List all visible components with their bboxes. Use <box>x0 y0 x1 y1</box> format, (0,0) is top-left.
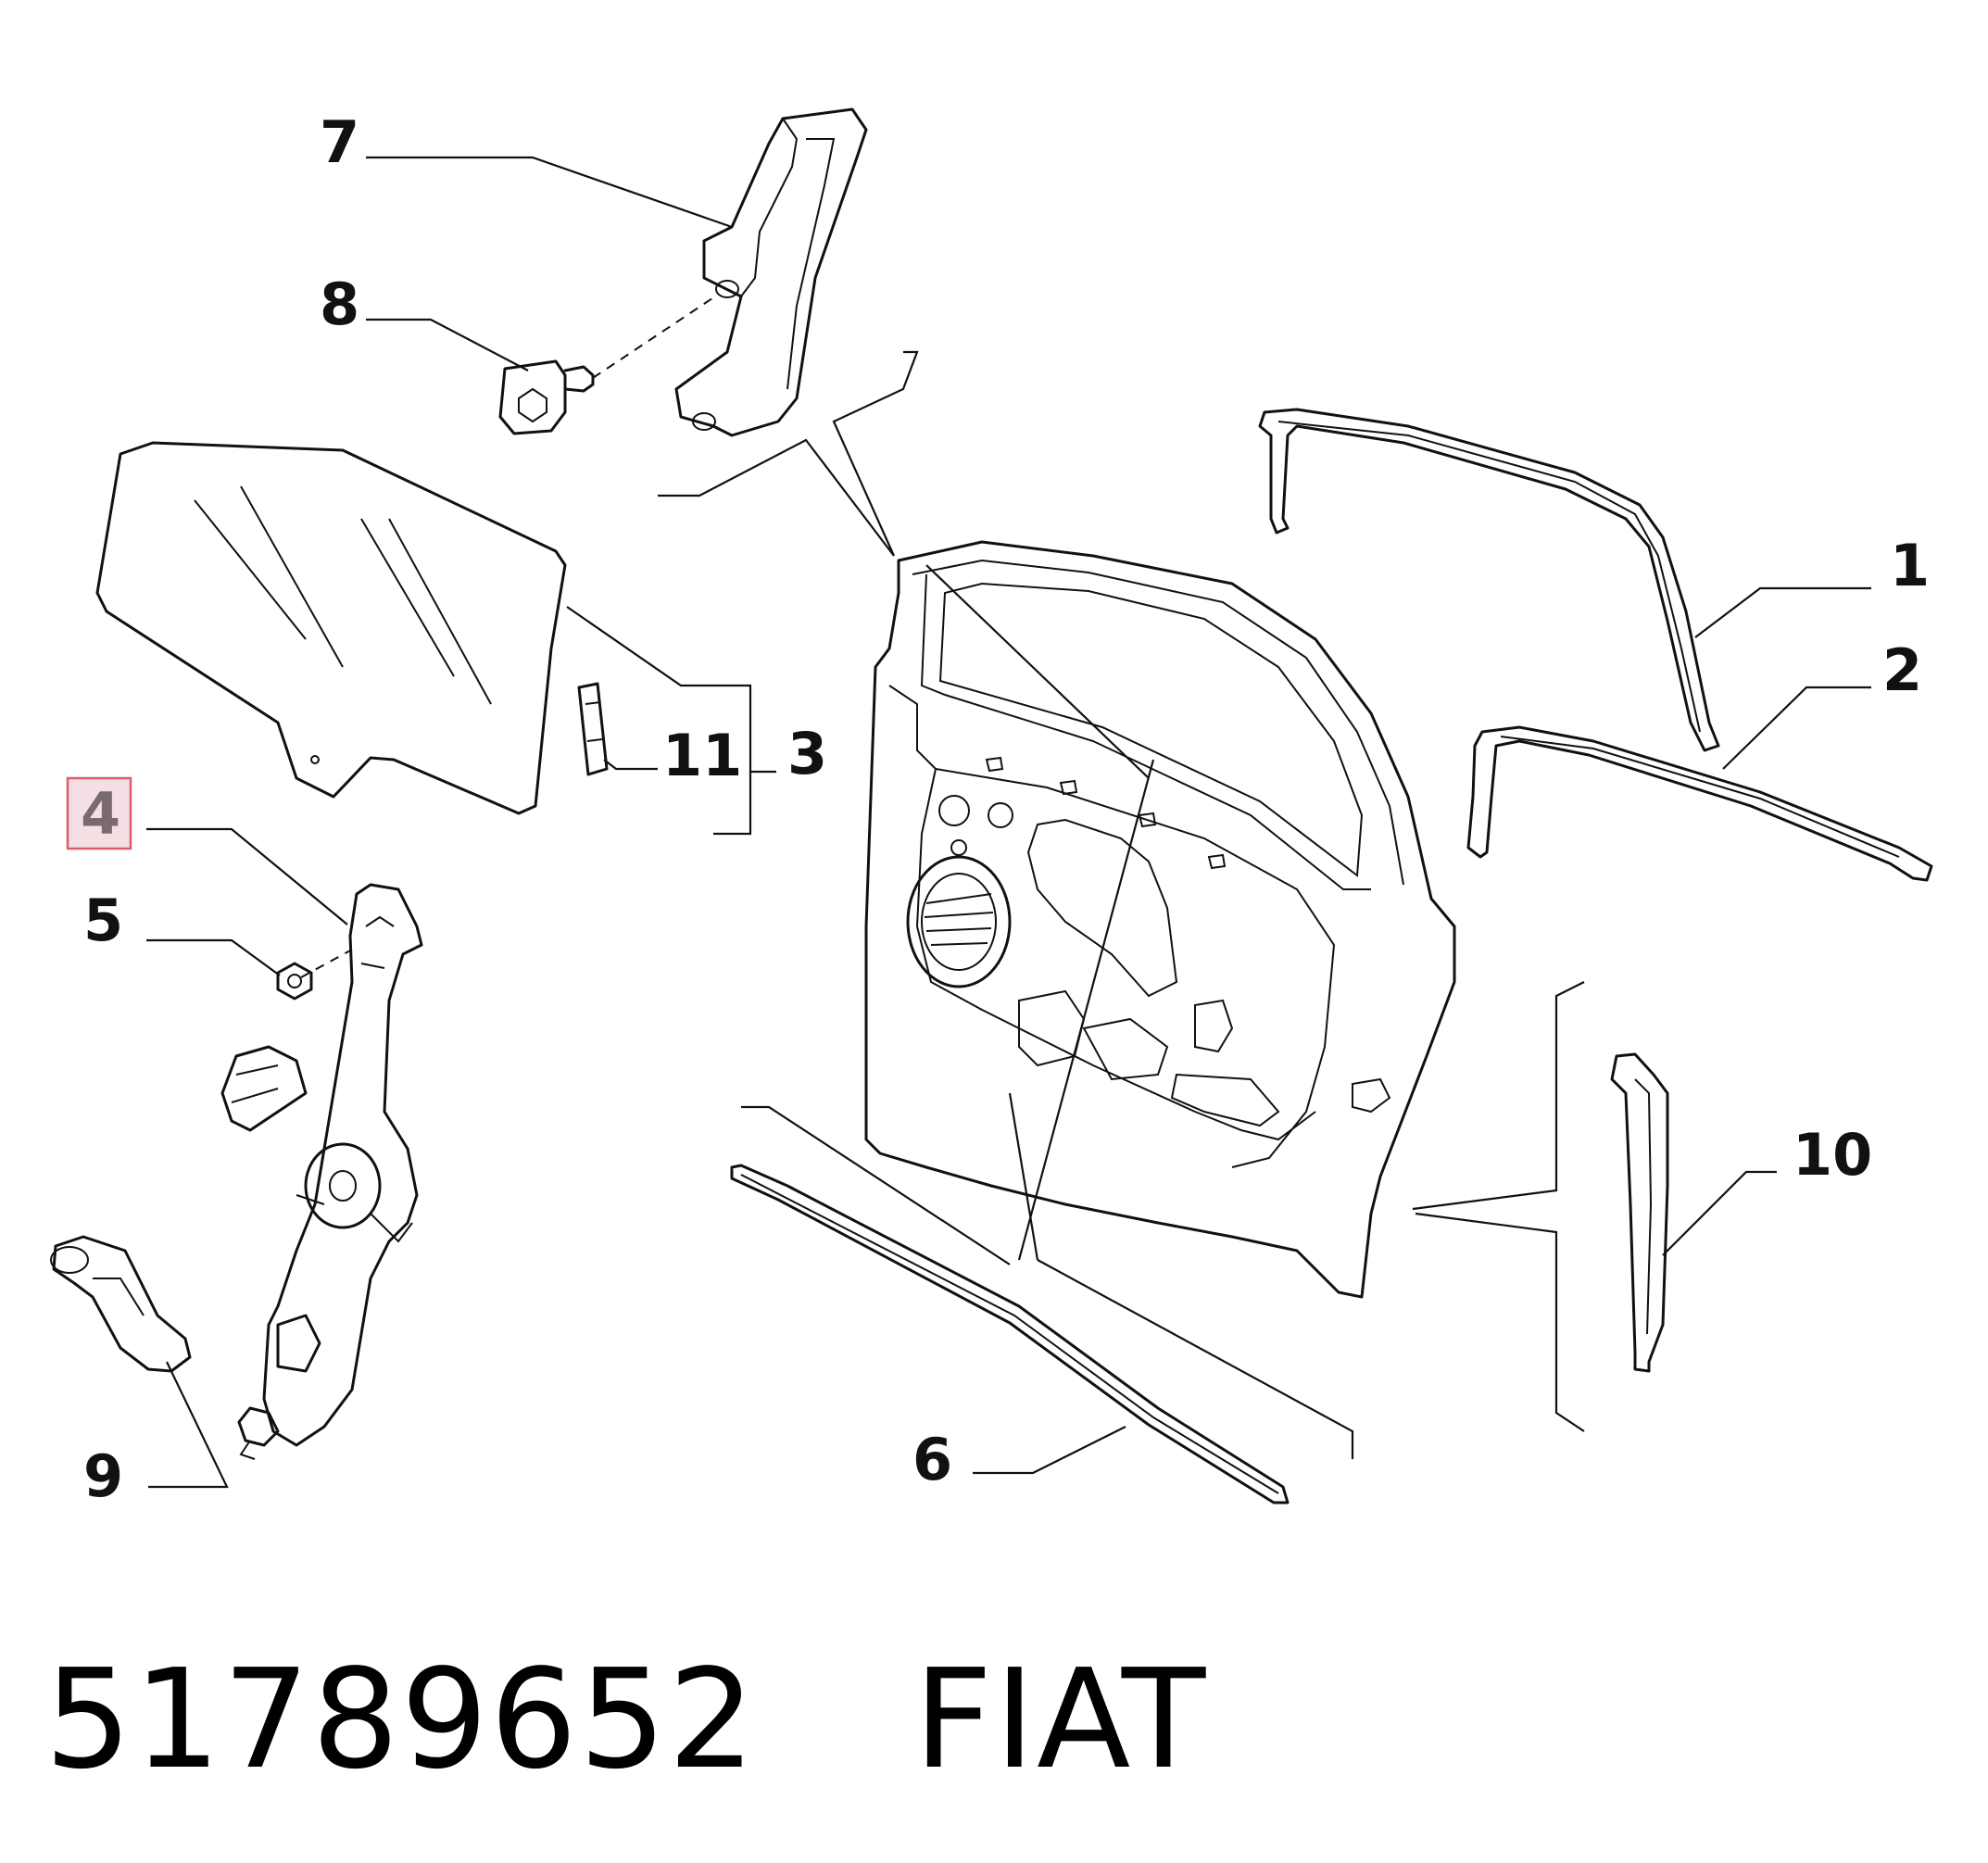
callout-5[interactable]: 5 <box>83 887 123 954</box>
exploded-parts-diagram: 1 2 3 4 5 6 7 8 9 10 11 <box>50 107 1933 1510</box>
leader-8 <box>366 318 529 371</box>
part-10-bracket-lines <box>1412 981 1585 1432</box>
leader-9 <box>148 1361 229 1489</box>
part-number: 51789652 <box>44 1640 758 1799</box>
leader-1 <box>1694 586 1871 638</box>
callout-3[interactable]: 3 <box>787 720 827 787</box>
callout-4[interactable]: 4 <box>81 780 120 848</box>
callout-10[interactable]: 10 <box>1793 1121 1872 1189</box>
callout-2[interactable]: 2 <box>1882 636 1922 704</box>
callout-1[interactable]: 1 <box>1890 532 1930 599</box>
leader-3 <box>566 606 776 836</box>
part-caption: 51789652 FIAT <box>44 1640 1208 1799</box>
leader-4 <box>146 827 348 925</box>
part-7-frame-bracket <box>674 107 868 437</box>
part-9-crank-handle <box>50 1235 192 1373</box>
leader-10 <box>1662 1170 1777 1256</box>
brand-name: FIAT <box>913 1640 1208 1799</box>
part-4-window-regulator <box>220 883 423 1460</box>
part-8-bolt <box>498 359 595 435</box>
callout-9[interactable]: 9 <box>83 1442 123 1510</box>
bolt-alignment-line <box>592 294 719 379</box>
part-10-rear-guide <box>1610 1052 1669 1373</box>
door-shell <box>864 540 1456 1299</box>
callout-11[interactable]: 11 <box>662 722 742 789</box>
callout-8[interactable]: 8 <box>320 271 359 338</box>
callout-7[interactable]: 7 <box>320 108 359 176</box>
part-5-nut <box>276 962 313 1001</box>
part-3-window-glass <box>95 441 567 815</box>
callout-4-highlight-box <box>66 776 132 850</box>
regulator-alignment-line <box>300 949 353 978</box>
door-leader-lines <box>658 350 1354 1459</box>
leader-2 <box>1722 686 1871 770</box>
leader-11 <box>603 759 658 771</box>
callout-6[interactable]: 6 <box>912 1426 952 1493</box>
part-1-upper-seal <box>1258 408 1720 752</box>
leader-6 <box>973 1426 1126 1475</box>
part-2-belt-seal <box>1466 725 1933 882</box>
leader-7 <box>366 156 733 229</box>
leader-5 <box>146 938 281 976</box>
part-11-guide <box>577 682 609 776</box>
part-6-sill-strip <box>730 1164 1290 1504</box>
